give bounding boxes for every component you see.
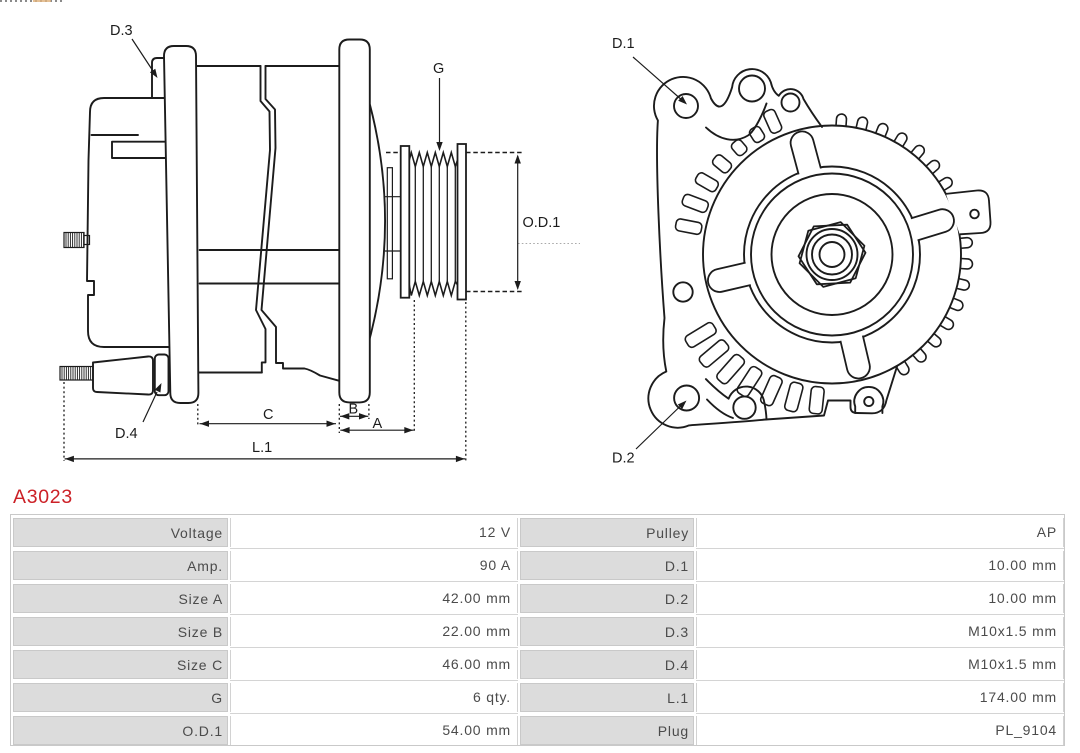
svg-text:C: C (263, 407, 273, 423)
svg-text:O.D.1: O.D.1 (523, 215, 561, 231)
svg-text:D.2: D.2 (612, 451, 635, 467)
svg-text:A: A (373, 416, 383, 432)
svg-text:D.3: D.3 (110, 23, 133, 39)
svg-text:L.1: L.1 (252, 440, 272, 456)
svg-text:B: B (349, 402, 359, 418)
svg-text:D.1: D.1 (612, 36, 635, 52)
svg-text:D.4: D.4 (115, 426, 138, 442)
svg-text:G: G (433, 61, 444, 77)
